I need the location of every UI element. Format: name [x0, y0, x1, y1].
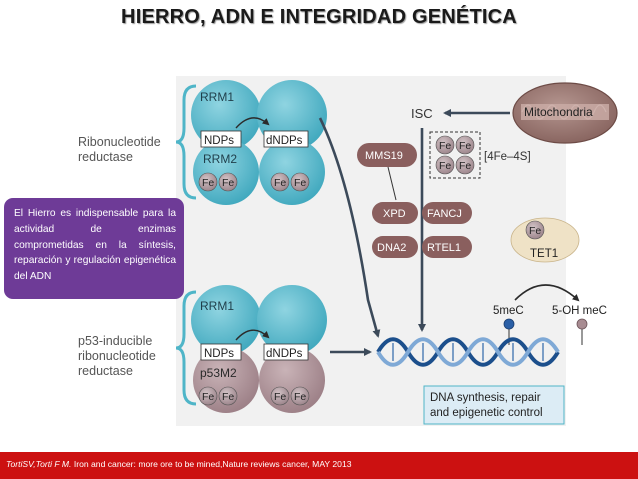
rrm2-label: RRM2: [203, 152, 237, 166]
rrm1-subunit-right: [257, 285, 327, 355]
rnr-label-line: reductase: [78, 150, 133, 164]
ndps-label: NDPs: [204, 135, 234, 147]
iron-dna-figure: Ribonucleotide reductase p53-inducible r…: [78, 76, 618, 426]
fe-label: Fe: [459, 160, 471, 172]
rnr-label-line: Ribonucleotide: [78, 135, 161, 149]
rnr-to-dna-arrow: [318, 117, 381, 338]
ndps-box: [200, 130, 242, 148]
p53-label-line: ribonucleotide: [78, 349, 156, 363]
ndps-to-dndps-arrow: [235, 117, 270, 129]
fe-icon: [218, 386, 238, 406]
dndps-box: [263, 130, 309, 148]
fe-icon: [435, 135, 455, 155]
methylation-arrow: [514, 284, 580, 302]
five-oh-mec-label: 5-OH meC: [552, 305, 607, 317]
mms19-label: MMS19: [365, 150, 403, 162]
rtel1-pill: [422, 236, 472, 258]
tet1-label: TET1: [530, 248, 558, 260]
fe-icon: [435, 155, 455, 175]
fe-label: Fe: [222, 391, 234, 403]
fe-s-cluster-box: [429, 131, 481, 179]
dna-synthesis-label: DNA synthesis, repair and epigenetic con…: [430, 392, 544, 419]
fe-icon: [290, 172, 310, 192]
mitochondria: Mitochondria: [512, 82, 618, 144]
five-oh-mec-marker: [576, 318, 588, 330]
xpd-pill: [372, 202, 418, 224]
citation-authors: TortiSV,Torti F M.: [6, 459, 72, 469]
rrm1-subunit: [191, 285, 261, 355]
dna2-pill: [372, 236, 418, 258]
mms19-to-complex-line: [387, 166, 397, 201]
dndps-box: [263, 343, 309, 361]
fe-icon: [270, 386, 290, 406]
ndps-box: [200, 343, 242, 361]
rrm2-subunit-right: [259, 139, 325, 205]
slide-title: HIERRO, ADN E INTEGRIDAD GENÉTICA: [121, 6, 517, 28]
dna-synthesis-box: [423, 385, 565, 425]
brace-bottom: [175, 290, 197, 406]
p53-label-line: p53-inducible: [78, 334, 152, 348]
dna-synthesis-line: and epigenetic control: [430, 407, 543, 419]
fe-label: Fe: [274, 391, 286, 403]
fe-icon: [270, 172, 290, 192]
citation-text: TortiSV,Torti F M. Iron and cancer: more…: [6, 459, 352, 469]
brace-top: [175, 84, 197, 200]
dndps-label: dNDPs: [266, 348, 303, 360]
fe-cluster-label: [4Fe–4S]: [484, 151, 531, 163]
fe-icon: [290, 386, 310, 406]
xpd-label: XPD: [383, 208, 406, 220]
fe-label: Fe: [439, 160, 451, 172]
rrm1-label: RRM1: [200, 90, 234, 104]
rtel1-label: RTEL1: [427, 242, 461, 254]
fe-icon: [198, 386, 218, 406]
p53-reductase-label: p53-inducible ribonucleotide reductase: [78, 334, 159, 378]
callout-box: El Hierro es indispensable para la activ…: [4, 198, 184, 299]
rnr-complex-bottom: RRM1 NDPs dNDPs p53M2 Fe Fe Fe Fe: [191, 285, 327, 413]
ndps-to-dndps-arrow: [235, 329, 270, 341]
callout-text: El Hierro es indispensable para la activ…: [14, 208, 176, 283]
dna2-label: DNA2: [377, 242, 406, 254]
rnr-complex-top: RRM1 NDPs dNDPs RRM2 Fe Fe Fe Fe: [191, 80, 327, 205]
rrm2-subunit: [193, 139, 259, 205]
fe-label: Fe: [294, 177, 306, 189]
mms19-pill: [357, 143, 417, 167]
fe-label: Fe: [459, 140, 471, 152]
isc-label: ISC: [411, 106, 433, 121]
dna-synthesis-line: DNA synthesis, repair: [430, 392, 541, 404]
ribonucleotide-reductase-label: Ribonucleotide reductase: [78, 135, 164, 164]
dndps-label: dNDPs: [266, 135, 303, 147]
five-mec-marker: [503, 318, 515, 330]
fe-label: Fe: [439, 140, 451, 152]
fe-label: Fe: [202, 391, 214, 403]
dna-strand-b: [376, 337, 560, 367]
p53m2-label: p53M2: [200, 366, 237, 380]
fe-label: Fe: [202, 177, 214, 189]
citation-footer: TortiSV,Torti F M. Iron and cancer: more…: [0, 452, 638, 479]
fe-label: Fe: [274, 177, 286, 189]
fe-label: Fe: [222, 177, 234, 189]
fe-label: Fe: [294, 391, 306, 403]
five-mec-label: 5meC: [493, 305, 524, 317]
fancj-label: FANCJ: [427, 208, 462, 220]
rrm1-label: RRM1: [200, 299, 234, 313]
fancj-pill: [422, 202, 472, 224]
mitochondria-label-bg: [521, 104, 609, 120]
fe-icon: [525, 220, 545, 240]
p53-label-line: reductase: [78, 364, 133, 378]
dna-double-helix: [376, 337, 560, 367]
ndps-label: NDPs: [204, 348, 234, 360]
fe-icon: [218, 172, 238, 192]
fe-icon: [455, 135, 475, 155]
fe-icon: [455, 155, 475, 175]
fe-icon: [198, 172, 218, 192]
fe-label: Fe: [529, 225, 541, 237]
citation-reference: Iron and cancer: more ore to be mined,Na…: [71, 459, 352, 469]
mitochondria-label: Mitochondria: [524, 105, 593, 119]
